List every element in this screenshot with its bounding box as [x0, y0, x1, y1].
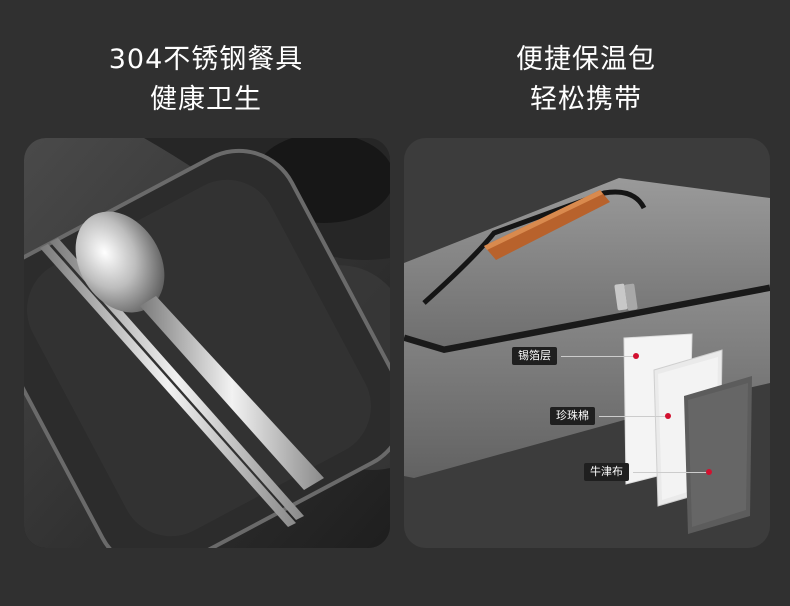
bag-lid	[404, 178, 770, 348]
tableware-headline-line2: 健康卫生	[150, 84, 262, 115]
oxford-layer-marker	[706, 469, 712, 475]
tableware-illustration	[24, 138, 390, 548]
foil-layer-marker	[633, 353, 639, 359]
foam-layer-leader	[599, 416, 666, 417]
tableware-headline-line1: 304不锈钢餐具	[108, 44, 304, 75]
lunch-bag-illustration	[404, 178, 770, 534]
tableware-headline: 304不锈钢餐具 健康卫生	[56, 40, 356, 120]
foam-layer-marker	[665, 413, 671, 419]
foam-layer-label: 珍珠棉	[550, 407, 595, 425]
bag-handle	[484, 190, 610, 260]
oxford-layer-sample	[684, 376, 752, 534]
spoon	[75, 211, 324, 490]
oxford-layer-label: 牛津布	[584, 463, 629, 481]
chopstick-2	[50, 238, 304, 520]
bag-headline: 便捷保温包 轻松携带	[436, 40, 736, 120]
bag-headline-line2: 轻松携带	[530, 84, 642, 115]
bag-headline-line1: 便捷保温包	[516, 44, 656, 75]
foil-layer-leader	[561, 356, 634, 357]
chopstick-1	[40, 244, 296, 527]
lunch-bag-photo: 锡箔层 珍珠棉 牛津布	[404, 138, 770, 548]
oxford-layer-leader	[633, 472, 707, 473]
tableware-photo	[24, 138, 390, 548]
zipper-pull-icon	[614, 283, 638, 311]
foil-layer-label: 锡箔层	[512, 347, 557, 365]
